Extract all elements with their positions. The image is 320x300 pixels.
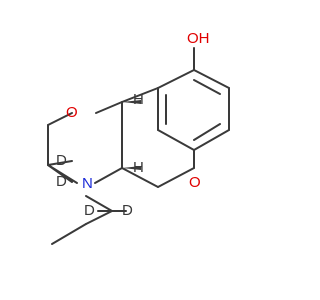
hydroxyl-label: OH	[187, 30, 210, 47]
bond-propyl-3	[51, 223, 87, 245]
bond-aromatic-double-3	[193, 123, 221, 141]
bond-aromatic-4	[157, 129, 195, 151]
bond-aromatic-double-1	[193, 79, 221, 95]
bond-deuterium-ring-1	[47, 160, 73, 166]
bond-propyl-1	[85, 195, 113, 212]
deuterium-chain-2-label: D	[122, 202, 133, 219]
bond-pyran-4	[157, 167, 195, 188]
nitrogen-label: N	[82, 175, 93, 192]
stereo-hydrogen-upper-label: H	[133, 91, 144, 108]
bond-morpholine-2	[47, 112, 73, 126]
bond-pyran-1	[121, 87, 159, 103]
oxygen-lower-label: O	[189, 174, 201, 191]
bond-morpholine-5	[94, 167, 123, 184]
wedge-bond-upper	[122, 100, 141, 104]
bond-deuterium-ring-2	[47, 164, 73, 183]
deuterium-ring-2-label: D	[56, 173, 67, 190]
stereo-hydrogen-lower-label: H	[133, 159, 144, 176]
bond-aromatic-5	[193, 129, 230, 151]
deuterium-chain-1-label: D	[84, 202, 95, 219]
bond-aromatic-1	[193, 69, 230, 89]
bond-aromatic-2	[157, 69, 195, 89]
deuterium-ring-1-label: D	[56, 152, 67, 169]
wedge-bond-lower	[122, 166, 141, 170]
molecule-diagram: OH O O N D D D D H H	[47, 30, 230, 245]
bond-propyl-2	[85, 210, 113, 225]
oxygen-upper-label: O	[66, 104, 78, 121]
chemical-structure-canvas: OH O O N D D D D H H	[47, 29, 230, 245]
bond-pyran-3	[121, 167, 159, 188]
bond-morpholine-1	[95, 101, 123, 114]
